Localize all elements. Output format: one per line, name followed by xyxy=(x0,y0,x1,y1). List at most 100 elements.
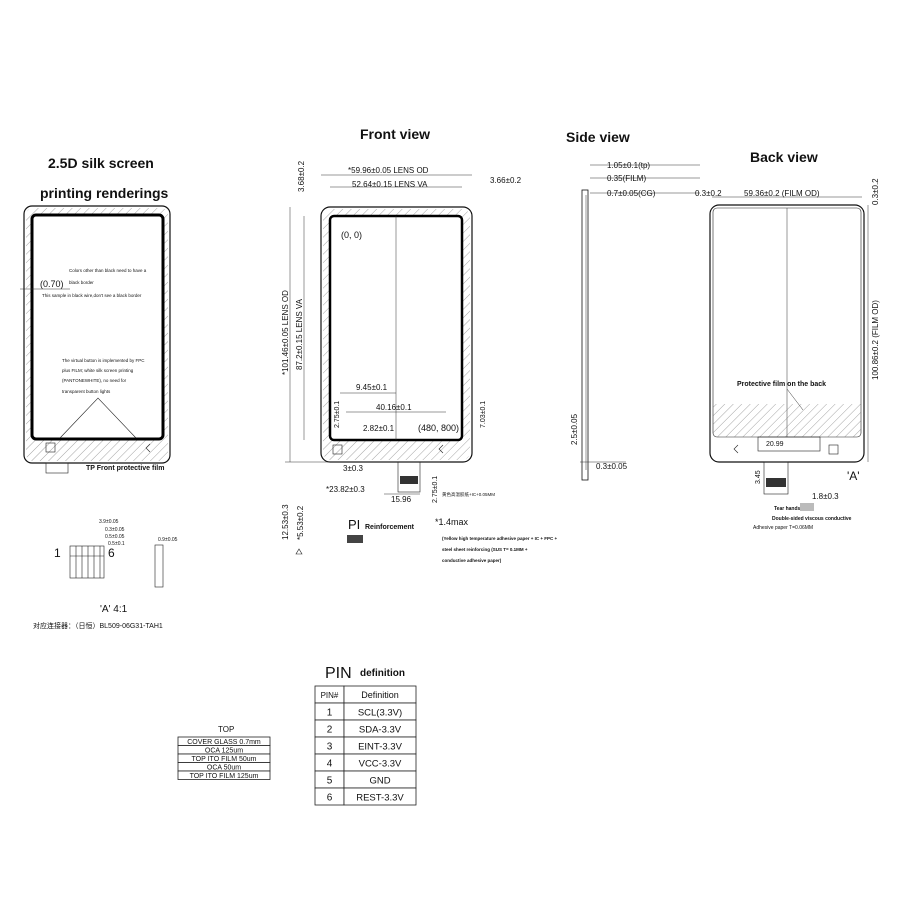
side-dim-25: 2.5±0.05 xyxy=(570,413,579,445)
silk-note-button: The virtual button is implemented by FPC xyxy=(62,358,145,363)
stack-layer-label: TOP ITO FILM 50um xyxy=(192,756,257,763)
conn-dim-5: 0.9±0.05 xyxy=(158,537,178,543)
stack-layer-label: OCA 125um xyxy=(205,748,243,755)
front-max-note1: (Yellow high temperature adhesive paper … xyxy=(442,536,558,541)
front-dim-945: 9.45±0.1 xyxy=(356,383,388,392)
silk-note-button-d: transparent button lights xyxy=(62,389,111,394)
silk-border-dimension: (0.70) xyxy=(40,279,64,289)
conn-side-view xyxy=(154,544,164,588)
front-dim-3: 3±0.3 xyxy=(343,464,364,473)
front-pi-label: PI xyxy=(348,517,360,532)
front-lens-va-height: 87.2±0.15 LENS VA xyxy=(295,298,304,370)
silk-note-colors-b: black border xyxy=(69,280,94,285)
conn-dim-3: 0.5±0.05 xyxy=(105,534,125,540)
connector-detail: 3.9±0.05 0.3±0.05 0.5±0.05 0.5±0.1 0.9±0… xyxy=(33,519,178,630)
stack-layer-label: TOP ITO FILM 125um xyxy=(190,773,259,780)
back-connector-area xyxy=(757,436,821,452)
pin-head-def: Definition xyxy=(361,690,399,700)
silk-triangle-marks xyxy=(59,397,137,439)
pin-number: 6 xyxy=(327,793,333,804)
pin-number: 3 xyxy=(327,742,333,753)
silk-front-film-label: TP Front protective film xyxy=(86,465,164,472)
silk-note-colors: Colors other than black need to have a xyxy=(69,268,147,273)
front-max-note3: conductive adhesive paper) xyxy=(442,558,502,563)
stack-layer-cell xyxy=(177,770,271,780)
back-adhesive-label: Adhesive paper T=0.06MM xyxy=(753,525,813,531)
back-dim-2099: 20.99 xyxy=(766,441,784,448)
back-fpc-pads xyxy=(766,478,786,487)
silk-note-button-c: (PANTONEWHITE), no need for xyxy=(62,378,127,383)
conn-dim-4: 0.5±0.1 xyxy=(108,541,125,547)
front-tape-note: 黄色高温胶纸+IC+0.05MM xyxy=(442,491,495,498)
pin-number: 2 xyxy=(327,725,333,736)
front-dim-1253: 12.53±0.3 xyxy=(281,504,290,540)
front-lens-od-height: *101.46±0.05 LENS OD xyxy=(281,290,290,375)
back-left: 0.3±0.2 xyxy=(695,189,722,198)
conn-dim-1: 3.9±0.05 xyxy=(99,519,119,525)
front-right-margin: 3.66±0.2 xyxy=(490,176,522,185)
back-dim-345: 3.45 xyxy=(755,470,762,484)
pin-definition-text: EINT-3.3V xyxy=(358,742,402,753)
side-dim-03: 0.3±0.05 xyxy=(596,462,628,471)
front-dim-282: 2.82±0.1 xyxy=(363,424,395,433)
front-back-icon xyxy=(438,444,444,454)
back-protective-label: Protective film on the back xyxy=(737,381,826,388)
silk-screen-section: 2.5D silk screen printing renderings (0.… xyxy=(20,155,171,474)
pin-title-small: definition xyxy=(360,668,405,679)
front-resolution: (480, 800) xyxy=(418,423,459,433)
front-reinforcement-label: Reinforcement xyxy=(365,524,415,531)
conn-body xyxy=(69,545,105,579)
front-origin: (0, 0) xyxy=(341,230,362,240)
conn-dim-2: 0.3±0.05 xyxy=(105,527,125,533)
conn-scale-label: 'A' 4:1 xyxy=(100,604,128,615)
silk-title-line2: printing renderings xyxy=(40,185,169,201)
front-max-note2: steel sheet reinforcing (SUS T= 0.1MM + xyxy=(442,547,528,552)
silk-fpc-tail xyxy=(45,462,69,474)
side-film: 0.35(FILM) xyxy=(607,174,646,183)
front-dim-2382: *23.82±0.3 xyxy=(326,485,365,494)
side-tp: 1.05±0.1(tp) xyxy=(607,161,650,170)
front-dim-4016: 40.16±0.1 xyxy=(376,403,412,412)
front-dim-275-b: 2.75±0.1 xyxy=(432,476,439,503)
silk-back-icon xyxy=(145,443,151,453)
stack-title: TOP xyxy=(218,725,234,734)
front-max-label: *1.4max xyxy=(435,517,469,527)
pin-number: 4 xyxy=(327,759,333,770)
front-dim-275: 2.75±0.1 xyxy=(334,401,341,428)
back-double-sided-label: Double-sided viscous conductive xyxy=(772,516,852,522)
front-view-section: Front view *59.96±0.05 LENS OD 52.64±0.1… xyxy=(281,126,558,563)
back-protective-film xyxy=(713,404,861,437)
silk-note-sample: This sample in black wire,don't see a bl… xyxy=(42,293,142,298)
front-title: Front view xyxy=(360,126,430,142)
back-film-od-width: 59.36±0.2 (FILM OD) xyxy=(744,189,820,198)
front-pi-swatch xyxy=(347,535,363,543)
conn-pin1-label: 1 xyxy=(54,546,61,560)
side-title: Side view xyxy=(566,129,630,145)
front-dim-553: *5.53±0.2 xyxy=(296,505,305,540)
pin-head-num: PIN# xyxy=(321,691,339,700)
back-tear-tab xyxy=(800,503,814,511)
back-fpc-tail xyxy=(763,461,789,495)
stack-layer-label: OCA 50um xyxy=(207,765,241,772)
pin-definition-text: GND xyxy=(369,776,390,787)
silk-title-line1: 2.5D silk screen xyxy=(48,155,154,171)
pin-definition-text: SDA-3.3V xyxy=(359,725,402,736)
back-title: Back view xyxy=(750,149,818,165)
side-view-section: Side view 1.05±0.1(tp) 0.35(FILM) 0.7±0.… xyxy=(566,129,700,481)
back-label-a: 'A' xyxy=(847,469,860,483)
silk-outer-outline xyxy=(23,205,171,464)
front-lens-va-width: 52.64±0.15 LENS VA xyxy=(352,180,428,189)
side-profile xyxy=(581,189,589,481)
silk-black-frame xyxy=(30,213,165,441)
pin-number: 1 xyxy=(327,708,333,719)
conn-part-label: 对应连接器：（日恒）BL509-06G31-TAH1 xyxy=(33,621,163,630)
back-tear-label: Tear hands xyxy=(774,506,801,512)
back-film-od-height: 100.86±0.2 (FILM OD) xyxy=(871,300,880,380)
back-home-icon xyxy=(828,444,839,455)
side-cg: 0.7±0.05(CG) xyxy=(607,189,656,198)
